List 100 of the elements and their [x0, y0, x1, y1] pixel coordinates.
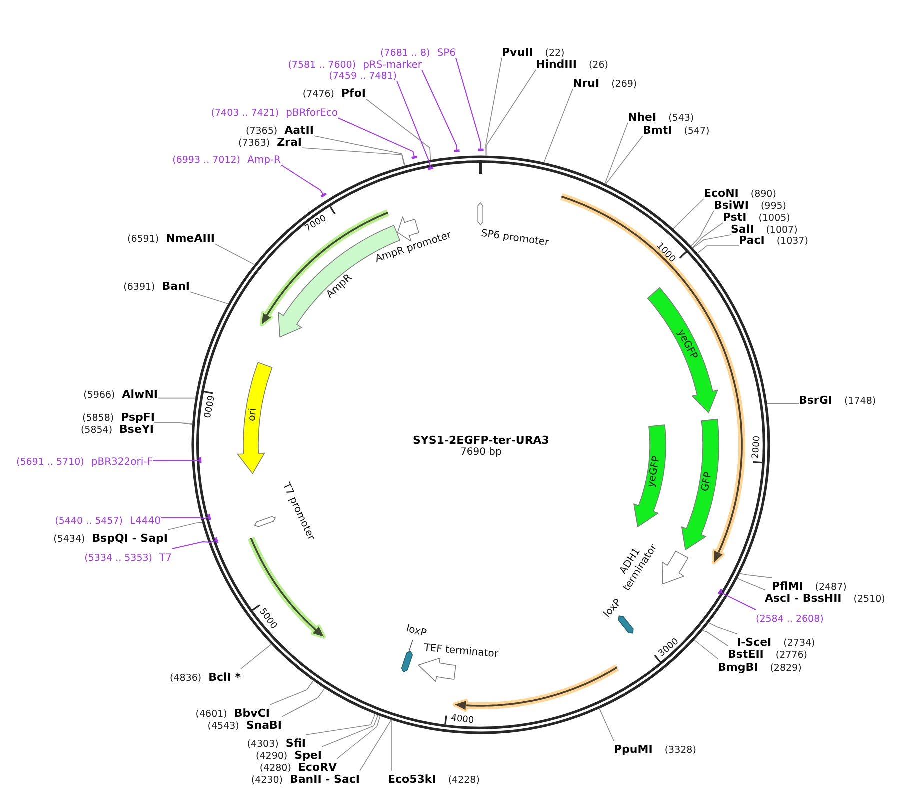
cut-site-position: (890)	[750, 188, 776, 202]
primer-name: pBRforEco	[286, 107, 338, 121]
leader-line	[338, 118, 419, 160]
primer-name: pRS-marker	[363, 59, 422, 72]
leader-line	[672, 198, 704, 230]
leader-line	[168, 522, 204, 530]
cut-site-position: (4230)	[251, 774, 283, 788]
leader-line	[604, 122, 628, 184]
leader-line	[190, 292, 230, 304]
tick-label: 6000	[199, 394, 215, 418]
cut-site-position: (547)	[684, 125, 710, 139]
cut-site-position: (1748)	[844, 395, 876, 409]
cut-site-position: (2829)	[770, 662, 802, 676]
leader-line	[456, 58, 485, 152]
enzyme-name: AatII	[284, 124, 314, 138]
plasmid-name: SYS1-2EGFP-ter-URA3	[413, 434, 550, 446]
leader-line	[718, 588, 756, 610]
enzyme-name: PstI	[723, 211, 747, 224]
cut-site-position: (5854)	[80, 424, 113, 438]
leader-line	[282, 688, 326, 718]
primer-position: (7459 .. 7481)	[329, 70, 397, 84]
cut-site-position: (7476)	[302, 88, 334, 102]
enzyme-name: BanI	[162, 280, 190, 294]
enzyme-name: BsiWI	[714, 199, 749, 213]
enzyme-name: AlwNI	[122, 388, 158, 402]
primer-name: Amp-R	[248, 154, 281, 168]
cut-site-position: (4601)	[196, 708, 228, 722]
enzyme-name: BbvCI	[234, 707, 270, 720]
leader-line	[306, 714, 376, 736]
enzyme-name: HindIII	[536, 58, 577, 72]
enzyme-name: BstEII	[728, 648, 764, 662]
leader-line	[486, 58, 502, 156]
enzyme-name: SnaBI	[246, 719, 282, 733]
feature-label: TEF terminator	[423, 642, 498, 662]
cut-site-position: (995)	[760, 200, 786, 214]
enzyme-name: EcoRV	[298, 761, 337, 774]
cut-site-position: (1007)	[766, 224, 798, 236]
enzyme-name: NmeAIII	[166, 232, 215, 246]
leader-line	[214, 244, 256, 266]
cut-site-position: (2776)	[776, 649, 808, 663]
enzyme-name: BspQI - SapI	[92, 532, 168, 546]
feature-label: ori	[246, 408, 260, 422]
cut-site-position: (7363)	[238, 137, 270, 151]
cut-site-position: (5966)	[84, 389, 116, 403]
leader-line	[544, 88, 574, 164]
leader-line	[172, 536, 219, 550]
primer-position: (5691 .. 5710)	[16, 456, 84, 470]
leader-line	[422, 70, 461, 152]
enzyme-name: Eco53kI	[388, 773, 436, 787]
leader-line	[280, 164, 328, 198]
leader-line	[302, 148, 406, 167]
cut-site-position: (4543)	[208, 720, 240, 734]
leader-line	[396, 80, 435, 170]
enzyme-name: PvuII	[502, 46, 534, 60]
leader-line	[599, 708, 614, 742]
cut-site-position: (6391)	[124, 281, 156, 295]
enzyme-name: BsrGI	[799, 394, 832, 408]
enzyme-name: BseYI	[120, 423, 154, 437]
enzyme-name: PfoI	[342, 87, 366, 101]
cut-site-position: (4228)	[448, 774, 480, 788]
cut-site-position: (2487)	[815, 581, 847, 594]
feature-label: loxP	[404, 624, 428, 640]
enzyme-name: BanII - SacI	[290, 773, 360, 787]
leader-line	[314, 136, 406, 166]
primer-position: (5334 .. 5353)	[84, 552, 153, 566]
tick-label: 4000	[450, 713, 474, 727]
leader-line	[739, 573, 772, 578]
enzyme-name: EcoNI	[704, 187, 739, 200]
cut-site-position: (22)	[545, 47, 565, 60]
leader-line	[736, 578, 766, 590]
primer-position: (7403 .. 7421)	[211, 107, 280, 121]
enzyme-name: I-SceI	[737, 636, 772, 650]
leader-line	[697, 246, 740, 254]
leader-line	[160, 514, 212, 522]
cut-site-position: (7365)	[246, 125, 278, 138]
cut-site-position: (4290)	[256, 750, 288, 764]
enzyme-name: PacI	[739, 234, 765, 248]
primer-position: (5440 .. 5457)	[55, 515, 123, 529]
leader-line	[606, 136, 644, 185]
leader-line	[360, 719, 392, 772]
primer-position: (7681 .. 8)	[380, 47, 430, 60]
cut-site-position: (5434)	[54, 533, 86, 547]
leader-line	[322, 714, 379, 748]
enzyme-name: SpeI	[294, 749, 322, 763]
leader-line	[486, 70, 536, 156]
cut-site-position: (3328)	[664, 744, 696, 758]
feature-label: yeGFP	[646, 455, 664, 489]
tick-label: 2000	[750, 435, 764, 459]
enzyme-name: PflMI	[772, 580, 804, 594]
cut-site-position: (2734)	[784, 637, 816, 650]
leader-line	[152, 456, 202, 464]
leader-line	[708, 622, 738, 634]
leader-line	[702, 630, 728, 646]
enzyme-name: SalI	[731, 223, 754, 236]
feature-label: GFP	[700, 471, 716, 493]
cut-site-position: (2510)	[854, 593, 886, 607]
cut-site-position: (1005)	[758, 212, 790, 226]
primer-name: SP6	[437, 47, 456, 61]
enzyme-name: NruI	[573, 77, 600, 91]
primer-position: (7581 .. 7600)	[288, 59, 356, 72]
